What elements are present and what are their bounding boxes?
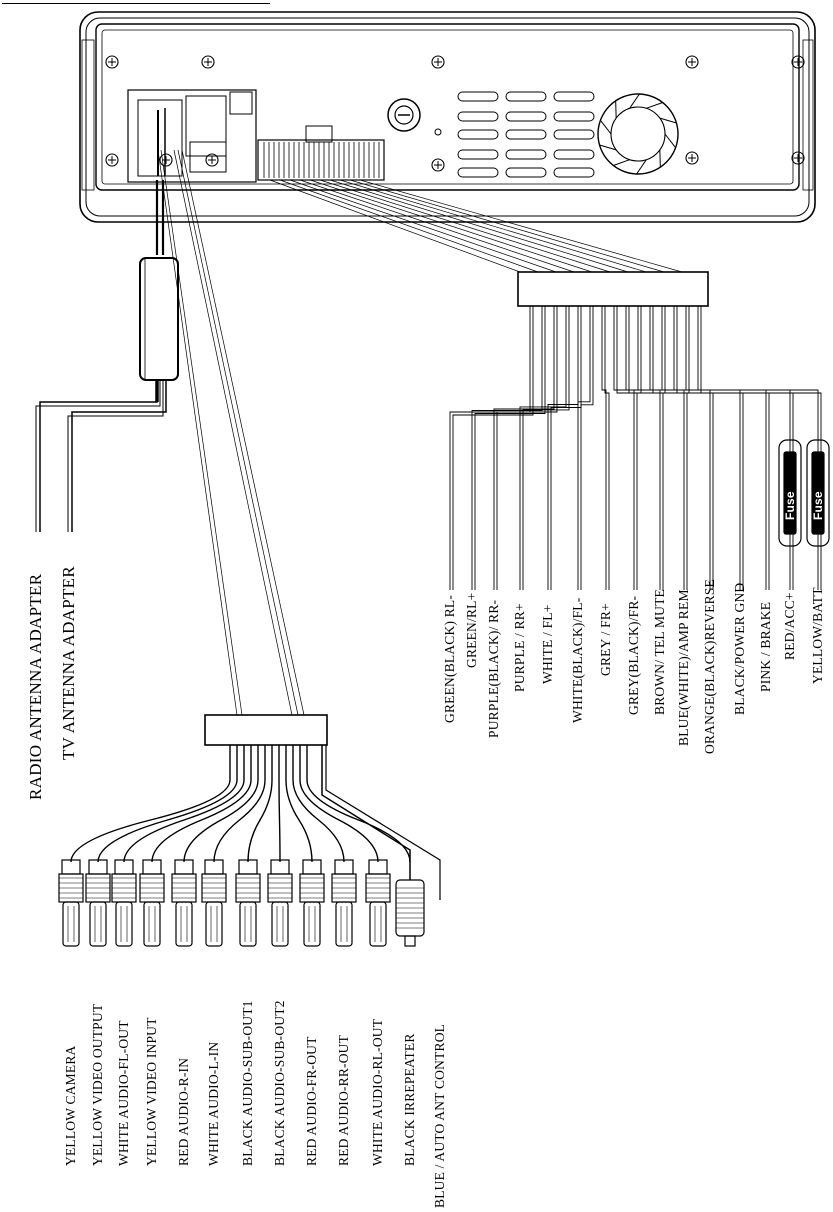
rca-label: WHITE AUDIO-L-IN	[206, 1041, 221, 1166]
fuse-label: Fuse	[783, 491, 797, 520]
tv-antenna-label: TV ANTENNA ADAPTER	[59, 566, 78, 760]
power-wire-label: GREY(BLACK)/FR-	[626, 595, 641, 715]
power-wire-label: ORANGE(BLACK)REVERSE	[702, 579, 717, 754]
rca-label: BLACK IRREPEATER	[402, 1033, 417, 1166]
rca-label: BLACK AUDIO-SUB-OUT2	[272, 1000, 287, 1166]
rca-label: BLUE / AUTO ANT CONTROL	[432, 1023, 447, 1208]
rca-label: BLACK AUDIO-SUB-OUT1	[240, 1000, 255, 1166]
rca-harness-feed	[157, 149, 305, 716]
rca-label: RED AUDIO-RR-OUT	[336, 1034, 351, 1166]
power-wire-label: PURPLE / RR+	[512, 602, 527, 692]
power-harness	[269, 179, 830, 590]
rca-label: YELLOW VIDEO INPUT	[144, 1017, 159, 1166]
rca-label: YELLOW VIDEO OUTPUT	[90, 1003, 105, 1166]
power-wire-label: BROWN/ TEL MUTE	[652, 589, 667, 715]
rca-harness	[58, 714, 425, 947]
power-wire-label: WHITE / FL+	[540, 604, 555, 684]
power-wire-label: BLACK/POWER GND	[732, 582, 747, 715]
power-wire-label: GREY / FR+	[598, 603, 613, 676]
power-wire-label: GREEN/RL+	[464, 592, 479, 669]
rca-label: WHITE AUDIO-RL-OUT	[370, 1018, 385, 1166]
power-wire-label: GREEN(BLACK) RL-	[442, 594, 457, 723]
rca-label: RED AUDIO-R-IN	[176, 1057, 191, 1166]
header-rule	[2, 3, 270, 4]
radio-antenna-label: RADIO ANTENNA ADAPTER	[26, 573, 45, 800]
power-wire-label: YELLOW/BATT	[810, 587, 825, 684]
power-wire-label: BLUE(WHITE)/AMP REM	[676, 589, 691, 747]
head-unit	[79, 11, 816, 223]
power-wire-label: WHITE(BLACK)/FL-	[570, 597, 585, 723]
rca-label: RED AUDIO-FR-OUT	[304, 1036, 319, 1166]
rca-label: YELLOW CAMERA	[63, 1045, 78, 1166]
rca-label: WHITE AUDIO-FL-OUT	[116, 1020, 131, 1166]
fuse-label: Fuse	[811, 491, 825, 520]
power-wire-label: PURPLE(BLACK)/ RR-	[486, 600, 501, 739]
power-wire-label: RED/ACC+	[782, 592, 797, 661]
antenna-lead	[35, 180, 179, 532]
power-wire-label: PINK / BRAKE	[758, 601, 773, 692]
ir-repeater-lead	[321, 745, 441, 900]
